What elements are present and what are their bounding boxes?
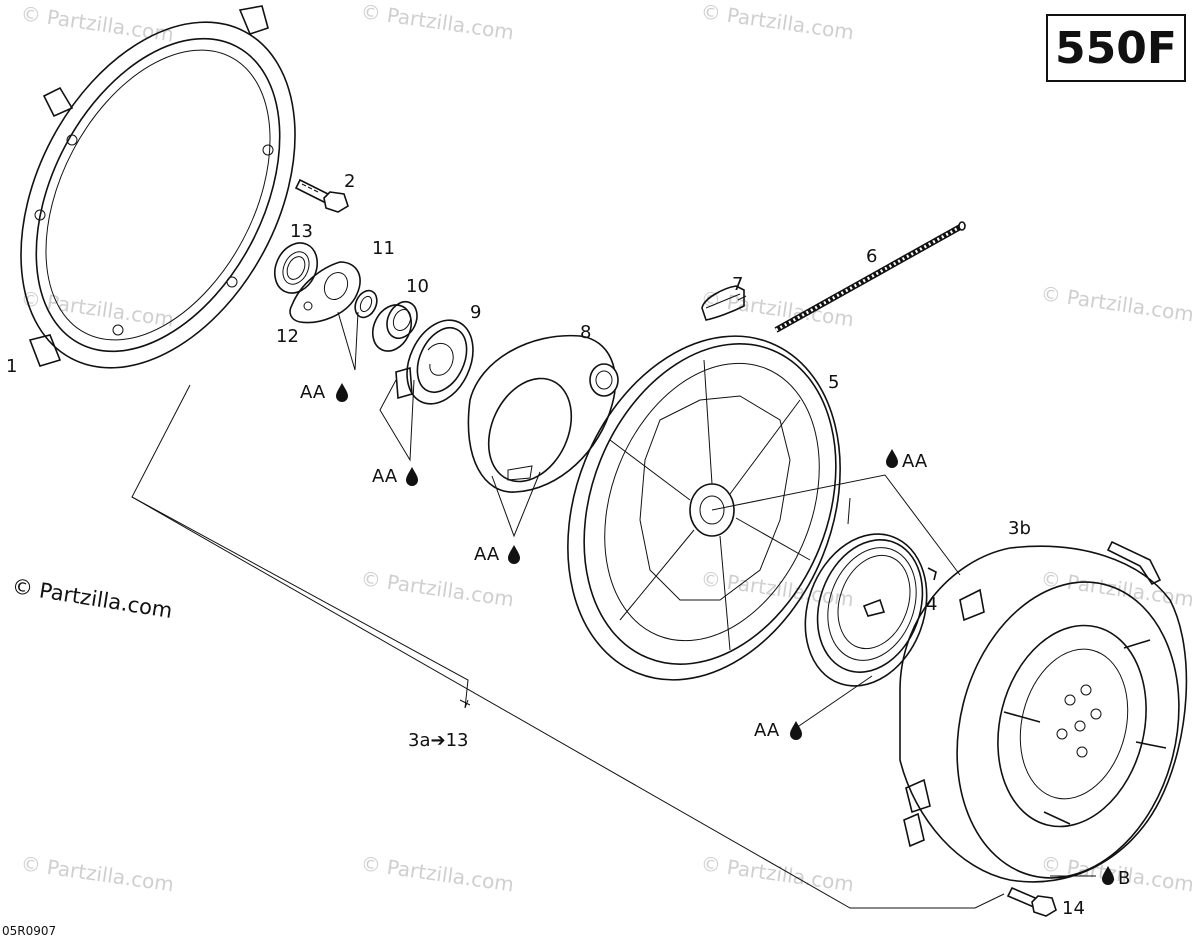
- watermark: © Partzilla.com: [19, 851, 175, 896]
- callout-13: 13: [290, 221, 313, 242]
- watermark: © Partzilla.com: [19, 1, 175, 46]
- part-6-rope: [774, 221, 966, 333]
- lube-b-label: B: [1118, 868, 1130, 889]
- callout-12: 12: [276, 326, 299, 347]
- model-badge-text: 550F: [1055, 22, 1177, 74]
- watermark: © Partzilla.com: [699, 851, 855, 896]
- part-8-pulley: [467, 334, 619, 493]
- part-4-spring: [804, 533, 937, 687]
- part-11-washer: [354, 289, 378, 319]
- oil-drop-icon: [886, 449, 898, 468]
- watermark: © Partzilla.com: [359, 566, 515, 611]
- callout-3a: 3a➔13: [408, 730, 468, 751]
- lube-aa-label: AA: [372, 466, 398, 487]
- part-5-sheave: [567, 335, 841, 681]
- callout-6: 6: [866, 246, 877, 267]
- part-3b-housing: [899, 540, 1188, 883]
- callout-4: 4: [926, 594, 937, 615]
- watermarks: © Partzilla.com © Partzilla.com © Partzi…: [19, 0, 1195, 896]
- oil-drop-icon: [508, 545, 520, 564]
- watermark: © Partzilla.com: [19, 286, 175, 331]
- lube-aa-label: AA: [902, 451, 928, 472]
- part-2-bolt: [294, 178, 349, 213]
- watermark: © Partzilla.com: [699, 0, 855, 44]
- callout-3b: 3b: [1008, 518, 1031, 539]
- part-9-spring-cup: [395, 319, 474, 405]
- part-10-bushing: [371, 300, 418, 352]
- oil-drop-icon: [1102, 866, 1114, 885]
- lube-aa-label: AA: [754, 720, 780, 741]
- watermark: © Partzilla.com: [699, 286, 855, 331]
- oil-drop-icon: [336, 383, 348, 402]
- part-14-bolt: [1006, 886, 1057, 917]
- oil-drop-icon: [406, 467, 418, 486]
- watermark: © Partzilla.com: [359, 851, 515, 896]
- watermark: © Partzilla.com: [1039, 281, 1195, 326]
- leader-lines: [131, 295, 1096, 909]
- callout-7: 7: [732, 274, 743, 295]
- callouts: 1 2 13 11 10 9 12 8 7 6 5 3b 4 3a➔13 14: [6, 171, 1085, 919]
- callout-8: 8: [580, 322, 591, 343]
- callout-9: 9: [470, 302, 481, 323]
- part-7-pawl: [701, 285, 745, 321]
- callout-2: 2: [344, 171, 355, 192]
- callout-14: 14: [1062, 898, 1085, 919]
- drawing-code: 05R0907: [2, 924, 57, 938]
- callout-11: 11: [372, 238, 395, 259]
- model-badge: 550F: [1046, 14, 1186, 82]
- lubricant-labels: AA AA AA AA AA B: [300, 382, 1130, 889]
- part-13-seal: [274, 242, 318, 294]
- watermark: © Partzilla.com: [699, 566, 855, 611]
- watermark: © Partzilla.com: [359, 0, 515, 44]
- oil-drop-icon: [790, 721, 802, 740]
- callout-1: 1: [6, 356, 17, 377]
- lube-aa-label: AA: [474, 544, 500, 565]
- lube-aa-label: AA: [300, 382, 326, 403]
- part-12-plate: [289, 261, 361, 324]
- callout-5: 5: [828, 372, 839, 393]
- callout-10: 10: [406, 276, 429, 297]
- part-1-gasket-ring: [20, 5, 296, 369]
